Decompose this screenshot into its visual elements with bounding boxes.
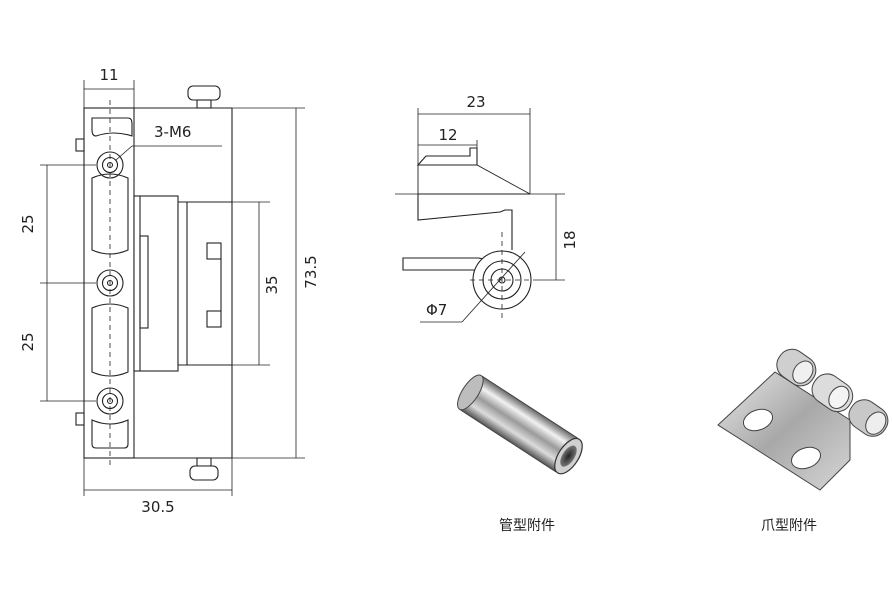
front-view <box>40 80 305 496</box>
thread-callout: 3-M6 <box>154 123 191 141</box>
dim-pitch-lower: 25 <box>19 332 37 351</box>
dim-top-width: 11 <box>99 66 118 84</box>
dim-leaf-height: 35 <box>263 275 281 294</box>
dim-width-inner: 12 <box>438 126 457 144</box>
dim-total-width: 30.5 <box>141 498 174 516</box>
tube-accessory-image <box>457 374 583 475</box>
dim-height: 18 <box>561 230 579 249</box>
dim-width-outer: 23 <box>466 93 485 111</box>
dim-pin-diameter: Φ7 <box>426 301 447 319</box>
dim-total-height: 73.5 <box>302 255 320 288</box>
claw-accessory-caption: 爪型附件 <box>761 518 817 534</box>
dim-pitch-upper: 25 <box>19 214 37 233</box>
tube-accessory-caption: 管型附件 <box>499 518 555 534</box>
side-view <box>395 108 565 323</box>
claw-accessory-image <box>717 348 889 491</box>
